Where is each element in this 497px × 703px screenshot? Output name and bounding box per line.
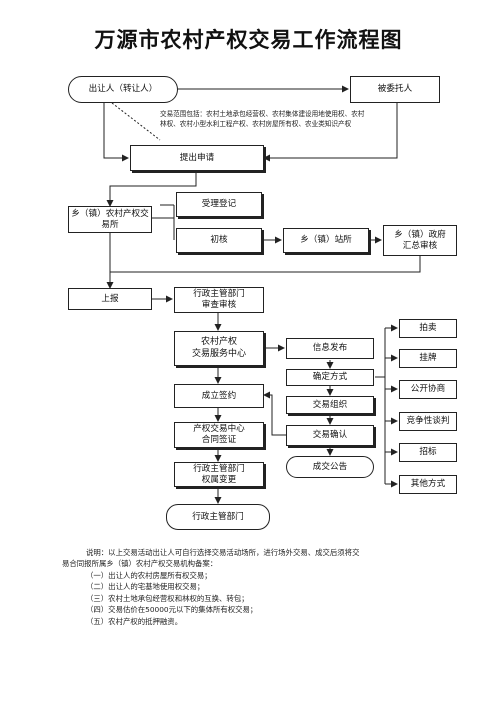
edge-confirm-sign — [263, 391, 286, 436]
transferor-node: 出让人（转让人） — [68, 76, 178, 103]
note-item: （五）农村产权的抵押融资。 — [86, 616, 183, 626]
township-gov-node: 乡（镇）政府 汇总审核 — [383, 225, 457, 256]
scope-text: 交易范围包括：农村土地承包经营权、农村集体建设用地使用权、农村林权、农村小型水利… — [160, 110, 365, 128]
method-auction: 拍卖 — [399, 319, 457, 338]
note-item: （三）农村土地承包经营权和林权的互换、转包； — [86, 593, 249, 603]
note-intro: 说明：以上交易活动出让人可自行选择交易活动场所，进行场外交易、成交后须将交 — [86, 548, 360, 557]
note-intro-2: 易合同报所属乡（镇）农村产权交易机构备案： — [62, 559, 218, 569]
apply-node: 提出申请 — [130, 145, 264, 171]
method-tender: 招标 — [399, 443, 457, 462]
entrusted-node: 被委托人 — [350, 76, 440, 103]
info-release-node: 信息发布 — [286, 338, 374, 359]
township-center-node: 乡（镇）农村产权交 易所 — [68, 206, 152, 233]
edge-entrusted-apply — [263, 103, 398, 162]
admin-final-node: 行政主管部门 — [166, 504, 270, 530]
edge-gov-report — [106, 256, 421, 289]
sign-node: 成立签约 — [174, 384, 264, 408]
township-station-node: 乡（镇）站所 — [283, 228, 369, 253]
method-other: 其他方式 — [399, 475, 457, 494]
ownership-change-node: 行政主管部门 权属变更 — [174, 462, 264, 487]
contract-node: 产权交易中心 合同签证 — [174, 422, 264, 448]
confirm-node: 交易确认 — [286, 425, 374, 446]
method-listing: 挂牌 — [399, 349, 457, 368]
announcement-node: 成交公告 — [286, 456, 374, 478]
explanation-note: 说明：以上交易活动出让人可自行选择交易活动场所，进行场外交易、成交后须将交 易合… — [62, 547, 422, 627]
report-node: 上报 — [68, 288, 152, 310]
method-competitive-negotiation: 竞争性谈判 — [399, 412, 457, 431]
note-item: （二）出让人的宅基地使用权交易； — [86, 582, 205, 592]
accept-node: 受理登记 — [176, 192, 262, 217]
edge-apply-center — [106, 172, 197, 207]
determine-method-node: 确定方式 — [286, 369, 374, 386]
method-public-negotiation: 公开协商 — [399, 380, 457, 399]
organize-node: 交易组织 — [286, 396, 374, 414]
page-title: 万源市农村产权交易工作流程图 — [94, 28, 403, 52]
note-item: （四）交易估价在50000元以下的集体所有权交易； — [86, 605, 258, 615]
preliminary-node: 初核 — [176, 228, 262, 253]
note-item: （一）出让人的农村房屋所有权交易； — [86, 570, 212, 580]
service-center-node: 农村产权 交易服务中心 — [174, 331, 264, 366]
admin-review-node: 行政主管部门 审查审核 — [174, 287, 264, 313]
edge-transferor-apply — [103, 103, 129, 162]
edge-scope-dotted — [111, 102, 161, 141]
